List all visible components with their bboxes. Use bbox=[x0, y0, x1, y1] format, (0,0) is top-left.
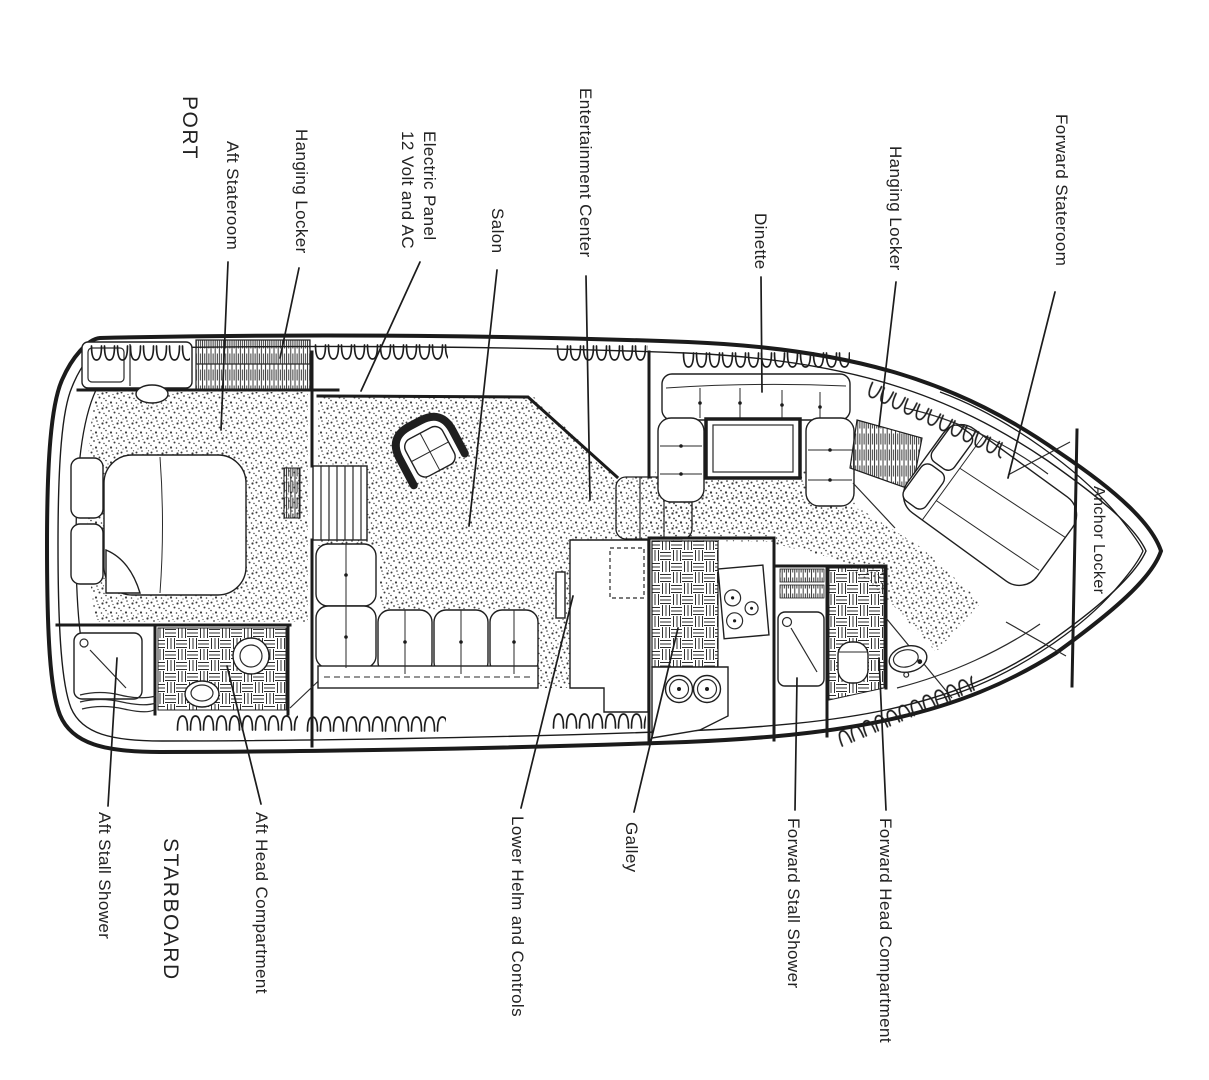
label-forward-head-compartment: Forward Head Compartment bbox=[876, 818, 895, 1043]
leader-electric-panel bbox=[360, 261, 421, 392]
leader-forward-stall-shower bbox=[794, 677, 798, 811]
label-hanging-locker-aft: Hanging Locker bbox=[292, 129, 311, 254]
leader-forward-stateroom bbox=[1007, 291, 1056, 479]
leader-forward-head-compartment bbox=[878, 657, 887, 811]
electric-panel-box bbox=[283, 467, 301, 519]
leader-lines bbox=[107, 261, 1056, 813]
forward-sink bbox=[888, 644, 928, 678]
dinette-back-bench bbox=[661, 373, 851, 421]
label-dinette: Dinette bbox=[751, 213, 770, 270]
label-entertainment-center: Entertainment Center bbox=[576, 88, 595, 258]
forward-toilet bbox=[837, 641, 869, 684]
pillow bbox=[70, 457, 104, 519]
galley bbox=[647, 350, 776, 746]
leader-aft-stateroom bbox=[220, 261, 229, 431]
label-lower-helm: Lower Helm and Controls bbox=[508, 816, 527, 1017]
labels: PORT STARBOARD Aft Stateroom Hanging Loc… bbox=[95, 88, 1107, 1043]
aft-berth bbox=[70, 454, 247, 596]
aft-toilet bbox=[232, 637, 270, 675]
label-aft-stateroom: Aft Stateroom bbox=[223, 141, 242, 250]
galley-stove bbox=[717, 564, 770, 640]
bow-inner-line bbox=[935, 391, 1144, 701]
shower-mat-lines bbox=[79, 691, 157, 713]
label-forward-stateroom: Forward Stateroom bbox=[1052, 114, 1071, 266]
pillow bbox=[902, 463, 946, 510]
forward-stateroom bbox=[849, 407, 1079, 689]
label-electric-panel-line2: 12 Volt and AC bbox=[398, 131, 417, 249]
leader-aft-head-compartment bbox=[226, 665, 262, 805]
dinette-table bbox=[704, 417, 802, 480]
dinette bbox=[657, 373, 855, 507]
leader-galley bbox=[633, 627, 679, 813]
dinette-left-bench bbox=[657, 417, 705, 503]
label-hanging-locker-forward: Hanging Locker bbox=[886, 146, 905, 271]
leader-aft-stall-shower bbox=[107, 657, 118, 807]
lower-helm-console bbox=[555, 539, 649, 713]
overhead-cabinet-dashed bbox=[609, 547, 645, 599]
leader-hanging-locker-forward bbox=[878, 281, 897, 428]
leader-salon bbox=[468, 269, 498, 527]
salon-carpet bbox=[318, 395, 617, 688]
leader-entertainment-center bbox=[585, 275, 591, 501]
salon-armchair bbox=[391, 412, 469, 490]
aft-head-tile-floor bbox=[157, 627, 287, 711]
window-squiggles bbox=[90, 343, 1008, 749]
aft-stall-shower-stall bbox=[73, 632, 157, 713]
label-port: PORT bbox=[178, 96, 201, 160]
anchor-locker-bulkhead bbox=[1070, 428, 1079, 688]
label-forward-stall-shower: Forward Stall Shower bbox=[784, 818, 803, 989]
aft-hanging-locker bbox=[195, 339, 311, 391]
aft-cabinet-sink bbox=[135, 384, 169, 404]
galley-counter bbox=[651, 540, 719, 668]
companionway-stairs bbox=[312, 465, 368, 541]
leader-lower-helm bbox=[520, 595, 574, 809]
pillow bbox=[70, 523, 104, 585]
label-galley: Galley bbox=[622, 822, 641, 873]
label-electric-panel-line1: Electric Panel bbox=[420, 131, 439, 241]
leader-dinette bbox=[760, 276, 763, 393]
forward-berth bbox=[902, 423, 1078, 587]
aft-head-compartment bbox=[55, 623, 331, 716]
galley-sink-counter bbox=[651, 666, 729, 739]
label-aft-stall-shower: Aft Stall Shower bbox=[95, 812, 114, 939]
dinette-floor-carpet bbox=[655, 470, 855, 522]
salon-sofa bbox=[315, 543, 539, 689]
dinette-right-bench bbox=[805, 417, 855, 507]
label-starboard: STARBOARD bbox=[159, 838, 182, 981]
forward-stall-shower-stall bbox=[777, 611, 825, 687]
sheet-fold bbox=[105, 548, 141, 594]
leader-hanging-locker-aft bbox=[279, 267, 300, 359]
helm-seat bbox=[555, 571, 566, 619]
label-aft-head-compartment: Aft Head Compartment bbox=[252, 812, 271, 994]
label-salon: Salon bbox=[488, 208, 507, 253]
label-anchor-locker: Anchor Locker bbox=[1090, 486, 1107, 595]
